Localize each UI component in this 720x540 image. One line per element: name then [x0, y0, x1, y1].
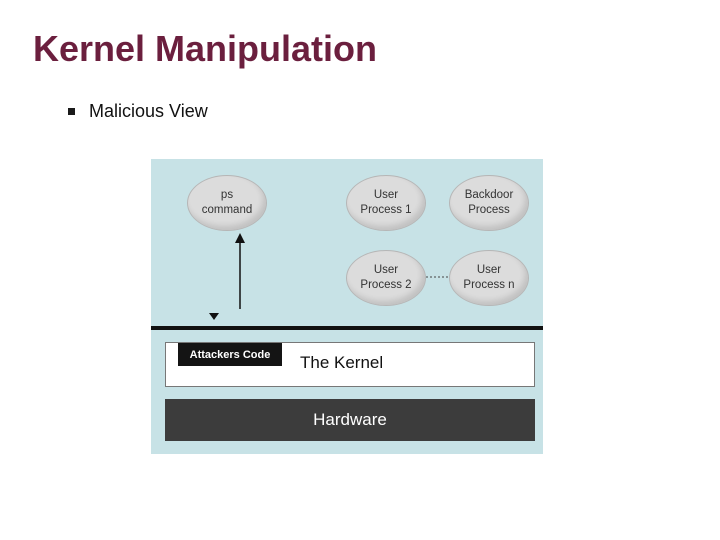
up-arrowhead-icon [235, 233, 245, 243]
user-process-1: User Process 1 [346, 175, 426, 231]
bullet-item: Malicious View [68, 101, 208, 122]
diagram-connectors [209, 233, 449, 320]
kernel-label: The Kernel [300, 353, 384, 372]
attackers-code-label: Attackers Code [178, 343, 282, 366]
down-arrowhead-icon [209, 313, 219, 320]
bullet-text: Malicious View [89, 101, 208, 121]
hardware-box: Hardware [165, 399, 535, 441]
backdoor-process: Backdoor Process [449, 175, 529, 231]
user-process-n: User Process n [449, 250, 529, 306]
kernel-diagram: ps command User Process 1 Backdoor Proce… [151, 159, 543, 454]
ps-command-process: ps command [187, 175, 267, 231]
kernel-box: Attackers Code The Kernel [165, 342, 535, 387]
user-kernel-boundary [151, 326, 543, 330]
square-bullet-icon [68, 108, 75, 115]
slide-title: Kernel Manipulation [33, 28, 378, 69]
user-process-2: User Process 2 [346, 250, 426, 306]
